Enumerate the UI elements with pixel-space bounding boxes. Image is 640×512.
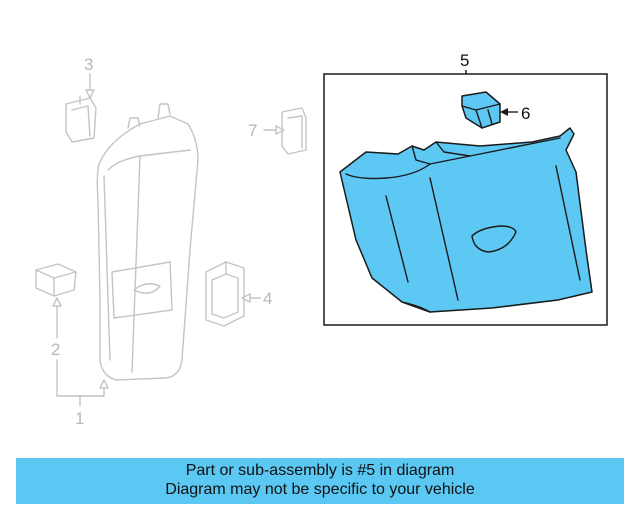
callout-5: 5: [460, 51, 469, 70]
callout-6: 6: [521, 104, 530, 123]
clip-part-6[interactable]: [461, 91, 501, 129]
info-banner: Part or sub-assembly is #5 in diagram Di…: [16, 458, 624, 504]
pillar-trim-assembly: [96, 103, 199, 381]
callout-6-arrow: [500, 108, 508, 116]
retainer-part-4: [205, 261, 245, 327]
callout-3: 3: [84, 55, 93, 74]
lower-trim-panel[interactable]: [339, 127, 593, 313]
ghost-leaders: [52, 73, 285, 407]
banner-line-1: Part or sub-assembly is #5 in diagram: [185, 462, 455, 479]
clip-part-7: [281, 107, 307, 155]
callout-2: 2: [51, 340, 60, 359]
clip-part-3: [65, 95, 97, 143]
callout-4: 4: [263, 289, 272, 308]
callout-1: 1: [75, 409, 84, 428]
callout-7: 7: [248, 121, 257, 140]
banner-line-2: Diagram may not be specific to your vehi…: [165, 481, 475, 498]
clip-part-2: [35, 263, 77, 297]
